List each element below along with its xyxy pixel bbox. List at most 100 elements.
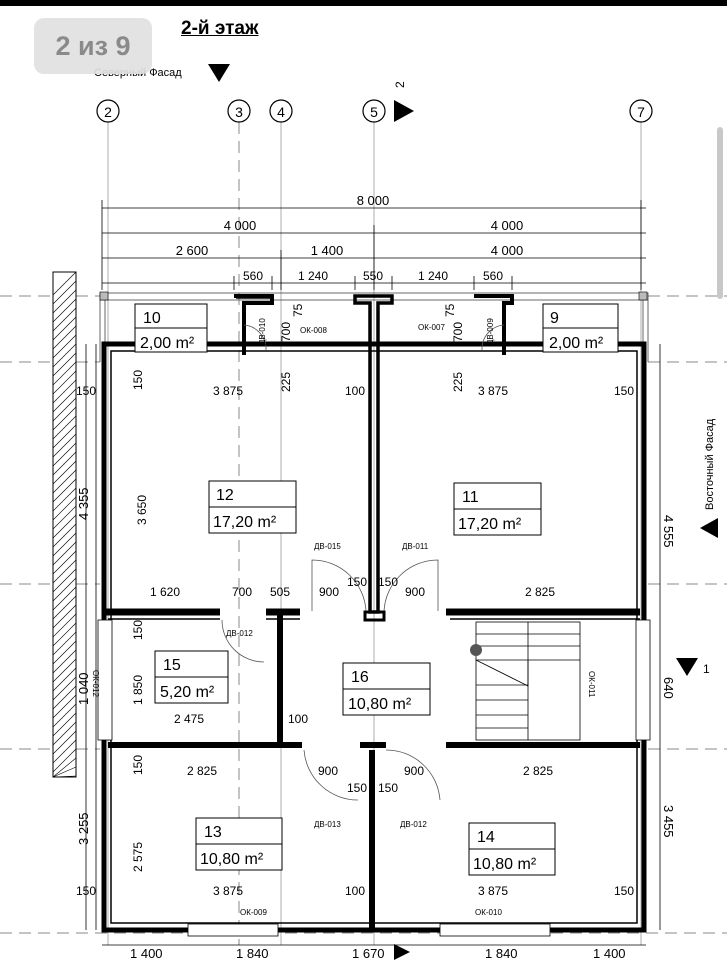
room-number: 10 — [143, 310, 161, 327]
svg-text:900: 900 — [318, 764, 338, 778]
windows — [97, 619, 651, 937]
svg-text:ДВ-010: ДВ-010 — [258, 318, 267, 345]
dim-bottom: 1 840 — [485, 946, 518, 960]
svg-text:1 850: 1 850 — [131, 675, 145, 705]
svg-text:ОК-009: ОК-009 — [240, 908, 267, 917]
axis-label: 5 — [370, 104, 378, 120]
facade-section-hatch — [52, 271, 77, 778]
svg-text:2 475: 2 475 — [174, 712, 204, 726]
scrollbar[interactable] — [717, 127, 723, 299]
svg-text:150: 150 — [614, 884, 634, 898]
room-area: 10,80 m² — [348, 696, 412, 713]
svg-text:ДВ-011: ДВ-011 — [402, 542, 429, 551]
svg-text:ОК-010: ОК-010 — [475, 908, 502, 917]
svg-text:150: 150 — [131, 620, 145, 640]
section-1-label: 1 — [703, 662, 710, 676]
dim-overall: 8 000 — [357, 193, 390, 208]
svg-text:3 875: 3 875 — [478, 384, 508, 398]
dimension-lines-sides — [85, 344, 661, 946]
room-area: 17,20 m² — [213, 514, 277, 531]
svg-text:150: 150 — [378, 575, 398, 589]
svg-text:ОК-011: ОК-011 — [587, 671, 596, 698]
opening-labels: ДВ-010 ДВ-009 ОК-008 ОК-007 ДВ-015 ДВ-01… — [91, 318, 596, 917]
room-number: 9 — [550, 310, 559, 327]
dim-right: 640 — [661, 677, 676, 699]
dim-bottom: 1 840 — [236, 946, 269, 960]
dim-half-right: 4 000 — [491, 218, 524, 233]
door-swings — [221, 324, 505, 801]
svg-text:700: 700 — [232, 585, 252, 599]
svg-text:150: 150 — [347, 781, 367, 795]
svg-text:3 650: 3 650 — [135, 495, 149, 525]
svg-text:700: 700 — [279, 322, 293, 342]
dim-right: 3 455 — [661, 805, 676, 838]
room-area: 2,00 m² — [140, 335, 195, 352]
window-top-border — [0, 0, 727, 6]
svg-text:150: 150 — [378, 781, 398, 795]
svg-text:75: 75 — [443, 303, 457, 317]
inner-dimensions: 75 700 225 75 700 225 150 150 3 875 100 … — [76, 303, 634, 898]
dim-balcony: 560 — [483, 269, 503, 283]
axis-label: 3 — [235, 104, 243, 120]
room-area: 10,80 m² — [473, 856, 537, 873]
svg-text:900: 900 — [405, 585, 425, 599]
svg-text:2 825: 2 825 — [523, 764, 553, 778]
svg-text:ДВ-012: ДВ-012 — [400, 820, 427, 829]
svg-text:100: 100 — [345, 384, 365, 398]
dim-bottom: 1 400 — [130, 946, 163, 960]
room-area: 10,80 m² — [200, 851, 264, 868]
axis-bubble-7 — [629, 99, 653, 123]
dim-part: 2 600 — [176, 243, 209, 258]
dim-half-left: 4 000 — [224, 218, 257, 233]
svg-text:ОК-012: ОК-012 — [91, 670, 100, 697]
dim-bottom: 1 400 — [593, 946, 626, 960]
svg-text:100: 100 — [345, 884, 365, 898]
axis-markers: 2 3 4 5 7 — [96, 99, 653, 123]
page-counter-badge: 2 из 9 — [34, 18, 152, 74]
svg-text:75: 75 — [291, 303, 305, 317]
svg-text:3 875: 3 875 — [478, 884, 508, 898]
svg-text:100: 100 — [288, 712, 308, 726]
room-tags — [134, 303, 619, 876]
svg-text:ДВ-015: ДВ-015 — [314, 542, 341, 551]
svg-text:ДВ-012: ДВ-012 — [226, 629, 253, 638]
room-number: 16 — [351, 669, 369, 686]
dim-part: 4 000 — [491, 243, 524, 258]
svg-text:150: 150 — [131, 370, 145, 390]
axis-label: 4 — [277, 104, 285, 120]
svg-text:ДВ-013: ДВ-013 — [314, 820, 341, 829]
svg-text:150: 150 — [614, 384, 634, 398]
axis-bubble-3 — [227, 99, 251, 123]
dim-right: 4 555 — [661, 515, 676, 548]
svg-text:505: 505 — [270, 585, 290, 599]
room-number: 15 — [163, 657, 181, 674]
dim-part: 1 400 — [311, 243, 344, 258]
section-2-label: 2 — [393, 81, 407, 88]
svg-text:900: 900 — [319, 585, 339, 599]
stair-start-icon — [470, 644, 482, 656]
svg-text:3 875: 3 875 — [213, 884, 243, 898]
dim-balcony: 550 — [363, 269, 383, 283]
stairs — [475, 621, 581, 741]
room-number: 11 — [462, 489, 479, 506]
svg-text:150: 150 — [131, 755, 145, 775]
axis-label: 2 — [104, 104, 112, 120]
svg-text:2 825: 2 825 — [525, 585, 555, 599]
room-area: 5,20 m² — [160, 684, 215, 701]
svg-text:225: 225 — [279, 372, 293, 392]
dim-left: 3 255 — [76, 812, 91, 845]
dim-left: 4 355 — [76, 487, 91, 520]
axis-bubble-2 — [96, 99, 120, 123]
section-2-arrow-icon — [394, 100, 414, 122]
svg-text:ОК-007: ОК-007 — [418, 323, 445, 332]
room-number: 14 — [477, 829, 495, 846]
axis-label: 7 — [637, 104, 645, 120]
dim-balcony: 1 240 — [298, 269, 328, 283]
svg-text:1 620: 1 620 — [150, 585, 180, 599]
dim-balcony: 560 — [243, 269, 263, 283]
section-1-arrow-icon — [676, 658, 698, 676]
svg-text:ДВ-009: ДВ-009 — [486, 318, 495, 345]
room-number: 12 — [216, 487, 234, 504]
north-facade-arrow-icon — [208, 64, 230, 82]
